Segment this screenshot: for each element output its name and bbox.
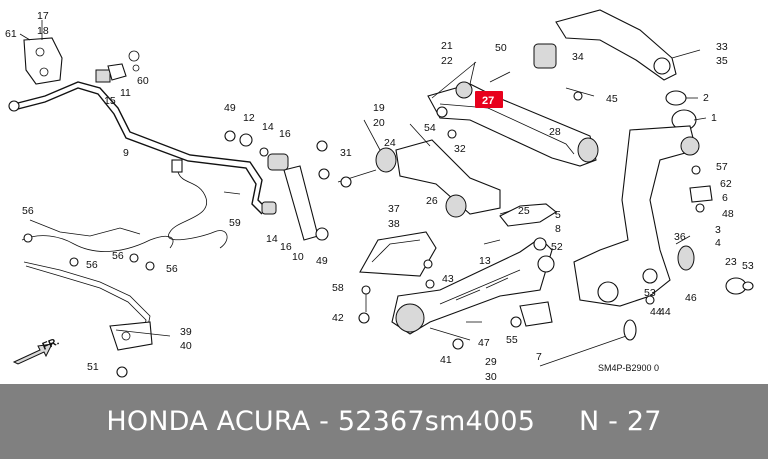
part-label: 56 <box>86 259 98 271</box>
sensor-harness-drawing <box>21 159 228 351</box>
lower-arm-26-drawing <box>337 139 557 218</box>
part-label: 41 <box>440 354 452 366</box>
front-arrow-drawing <box>12 343 53 365</box>
part-label: 35 <box>716 55 728 67</box>
part-label: 18 <box>37 25 49 37</box>
part-label: 6 <box>722 192 728 204</box>
front-direction-label: FR. <box>41 335 61 352</box>
part-label: 17 <box>37 10 49 22</box>
link-10-drawing <box>223 130 330 241</box>
part-label: 38 <box>388 218 400 230</box>
part-label: 26 <box>426 195 438 207</box>
part-label: 8 <box>555 223 561 235</box>
part-label: 19 <box>373 102 385 114</box>
leader-lines <box>115 49 707 337</box>
part-labels: 17 18 61 60 11 15 9 49 12 14 16 19 20 21… <box>5 10 754 383</box>
part-label: 37 <box>388 203 400 215</box>
part-label: 9 <box>123 147 129 159</box>
part-label: 52 <box>551 241 563 253</box>
lower-control-arm-drawing <box>391 237 555 341</box>
stabilizer-bar-drawing <box>8 50 269 215</box>
part-label: 2 <box>703 92 709 104</box>
part-label: 1 <box>711 112 717 124</box>
part-label: 59 <box>229 217 241 229</box>
part-label: 49 <box>316 255 328 267</box>
part-label: 29 <box>485 356 497 368</box>
exploded-view-svg: 17 18 61 60 11 15 9 49 12 14 16 19 20 21… <box>5 9 754 383</box>
part-label: 53 <box>742 260 754 272</box>
hardware-drawing <box>23 91 754 378</box>
part-label: 50 <box>495 42 507 54</box>
part-label: 55 <box>506 334 518 346</box>
part-label: 14 <box>262 121 274 133</box>
part-label: 33 <box>716 41 728 53</box>
caption-bar: HONDA ACURA - 52367sm4005 N - 27 <box>0 384 768 459</box>
part-label: 61 <box>5 28 17 40</box>
part-label: 31 <box>340 147 352 159</box>
part-label: 53 <box>644 287 656 299</box>
compensator-arm-drawing <box>427 81 599 167</box>
part-label: 30 <box>485 371 497 383</box>
part-label: 43 <box>442 273 454 285</box>
part-label: 24 <box>384 137 396 149</box>
part-label: 25 <box>518 205 530 217</box>
part-label: 44 <box>659 306 671 318</box>
part-label: 49 <box>224 102 236 114</box>
part-label: 16 <box>279 128 291 140</box>
extra-part-labels: 56 56 56 14 16 49 44 53 <box>86 233 662 318</box>
part-label: 62 <box>720 178 732 190</box>
part-label: 15 <box>104 95 116 107</box>
part-label: 56 <box>112 250 124 262</box>
part-label: 58 <box>332 282 344 294</box>
part-label: 10 <box>292 251 304 263</box>
highlight-box <box>475 91 503 108</box>
upper-arm-drawing <box>489 9 697 131</box>
part-label: 11 <box>120 87 131 99</box>
part-label: 20 <box>373 117 385 129</box>
part-label: 56 <box>166 263 178 275</box>
part-label: 5 <box>555 209 561 221</box>
part-label: 57 <box>716 161 728 173</box>
bracket-37-drawing <box>358 203 557 324</box>
part-label: 32 <box>454 143 466 155</box>
part-label: 7 <box>536 351 542 363</box>
knuckle-drawing <box>539 125 747 367</box>
part-label: 12 <box>243 112 255 124</box>
part-label: 40 <box>180 340 192 352</box>
part-label: 23 <box>725 256 737 268</box>
part-label: 13 <box>479 255 491 267</box>
part-label: 44 <box>650 306 662 318</box>
part-label: 45 <box>606 93 618 105</box>
caption-text: HONDA ACURA - 52367sm4005 N - 27 <box>106 406 662 437</box>
part-label: 51 <box>87 361 99 373</box>
part-label: 16 <box>280 241 292 253</box>
part-label: 28 <box>549 126 561 138</box>
part-label: 48 <box>722 208 734 220</box>
part-label: 36 <box>674 231 686 243</box>
part-label: 54 <box>424 122 436 134</box>
stabilizer-bracket-drawing <box>19 20 63 85</box>
highlighted-part-label: 27 <box>475 91 503 108</box>
part-label: 60 <box>137 75 149 87</box>
part-label: 56 <box>22 205 34 217</box>
part-label: 22 <box>441 55 453 67</box>
part-label: 14 <box>266 233 278 245</box>
part-label: 42 <box>332 312 344 324</box>
part-label: 3 <box>715 224 721 236</box>
part-label: 4 <box>715 237 721 249</box>
part-label: 47 <box>478 337 490 349</box>
highlight-text: 27 <box>482 95 494 107</box>
diagram-code: SM4P-B2900 0 <box>598 363 659 373</box>
part-label: 34 <box>572 51 584 63</box>
parts-diagram: 17 18 61 60 11 15 9 49 12 14 16 19 20 21… <box>5 9 754 383</box>
part-label: 39 <box>180 326 192 338</box>
part-label: 46 <box>685 292 697 304</box>
part-label: 21 <box>441 40 453 52</box>
